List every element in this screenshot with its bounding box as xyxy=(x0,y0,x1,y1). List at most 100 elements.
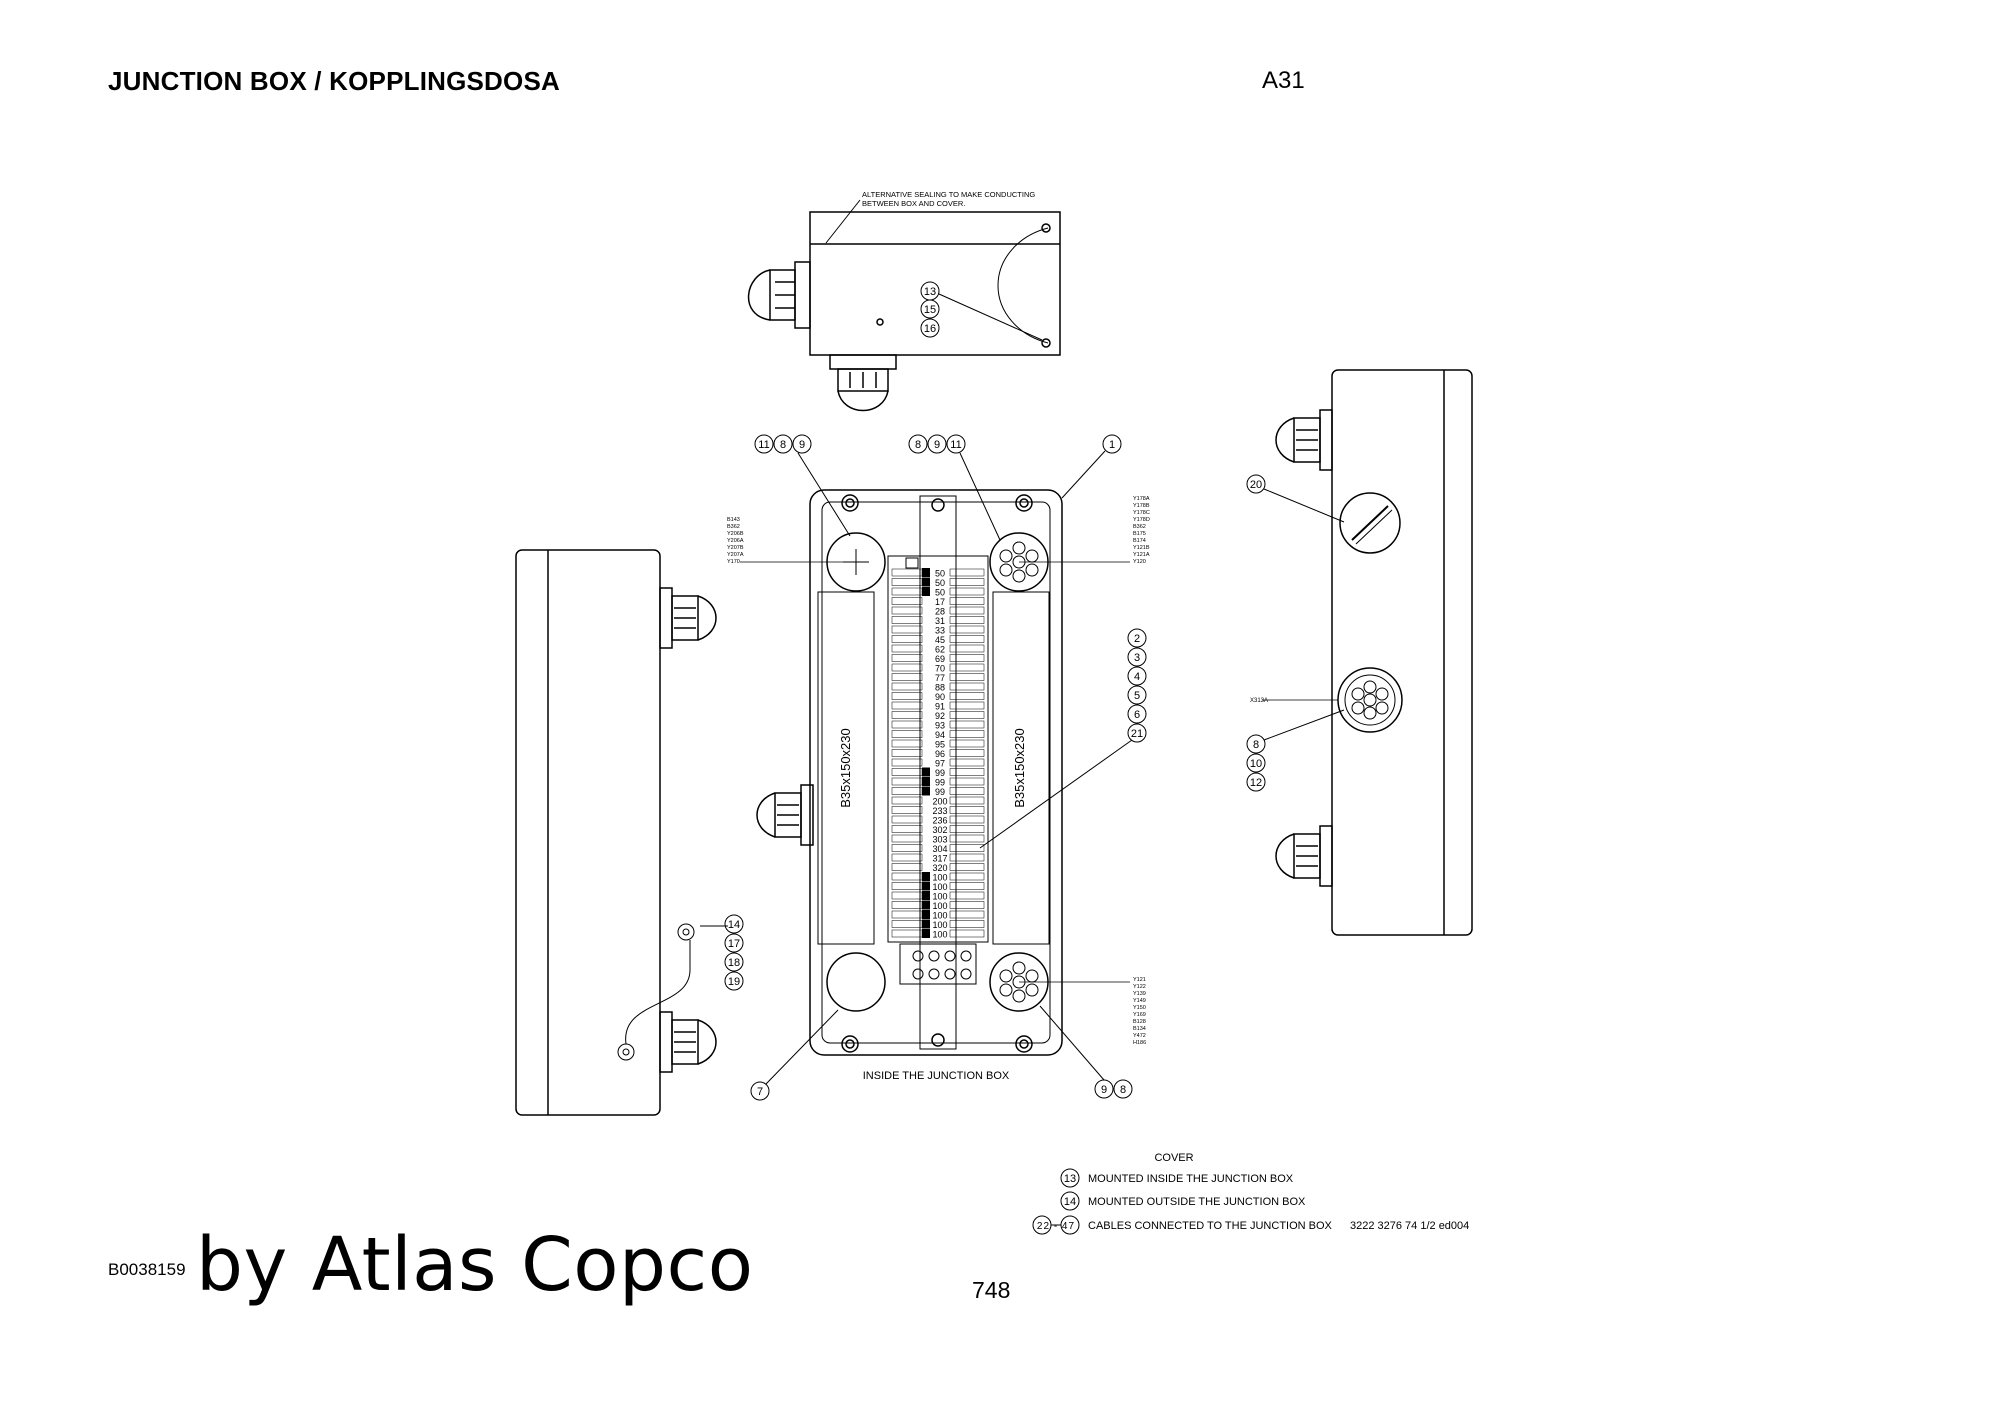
terminal-clip-left xyxy=(891,597,923,605)
front-view: B35x150x230 B35x150x230 5050501728313345… xyxy=(727,434,1150,1101)
terminal-number: 93 xyxy=(935,721,945,731)
terminal-number: 50 xyxy=(935,569,945,579)
cable-label: B174 xyxy=(1133,538,1146,544)
callout-front-l1: 11 xyxy=(758,439,769,451)
terminal-number: 94 xyxy=(935,730,945,740)
callout-top-3: 16 xyxy=(924,323,936,335)
terminal-marker xyxy=(922,872,930,881)
terminal-clip-right xyxy=(949,929,985,938)
terminal-number: 28 xyxy=(935,607,945,617)
terminal-clip-left xyxy=(891,730,923,738)
terminal-clip-right xyxy=(949,768,985,776)
callout-side-3: 18 xyxy=(728,957,740,969)
terminal-clip-left xyxy=(891,796,923,805)
callout-number: 4 xyxy=(1134,671,1140,683)
terminal-number: 33 xyxy=(935,626,945,636)
terminal-strip: 5050501728313345626970778890919293949596… xyxy=(891,568,985,940)
terminal-marker xyxy=(922,881,930,891)
terminal-number: 304 xyxy=(932,844,947,854)
terminal-clip-right xyxy=(949,635,985,643)
terminal-number: 62 xyxy=(935,645,945,655)
terminal-clip-left xyxy=(891,863,923,871)
terminal-clip-left xyxy=(891,720,923,729)
callout-front-m2: 9 xyxy=(934,439,940,451)
terminal-number: 233 xyxy=(932,806,947,816)
terminal-number: 100 xyxy=(932,901,947,911)
cable-label: Y122 xyxy=(1133,984,1146,990)
terminal-marker xyxy=(922,919,930,929)
terminal-clip-right xyxy=(949,673,985,681)
legend-title: COVER xyxy=(1154,1152,1193,1164)
terminal-clip-left xyxy=(891,606,923,615)
terminal-clip-left xyxy=(891,635,923,643)
terminal-clip-left xyxy=(891,749,923,757)
document-id: B0038159 xyxy=(108,1260,186,1279)
top-view-note-line-2: BETWEEN BOX AND COVER. xyxy=(862,199,965,208)
terminal-clip-left xyxy=(891,711,923,719)
cable-label: Y121B xyxy=(1133,545,1150,551)
callout-number: 2 xyxy=(1134,633,1140,645)
terminal-clip-left xyxy=(891,882,923,890)
cable-label: Y121A xyxy=(1133,552,1150,558)
callout-side-2: 17 xyxy=(728,938,740,950)
cable-label: Y120 xyxy=(1133,559,1146,565)
terminal-clip-left xyxy=(891,578,923,586)
cable-label: Y149 xyxy=(1133,998,1146,1004)
cable-label: Y206A xyxy=(727,538,744,544)
terminal-clip-left xyxy=(891,910,923,919)
terminal-clip-left xyxy=(891,682,923,691)
terminal-clip-right xyxy=(949,644,985,653)
terminal-marker xyxy=(922,910,930,919)
callout-bottom-left: 7 xyxy=(757,1086,763,1098)
callout-bottom-1: 9 xyxy=(1101,1084,1107,1096)
terminal-clip-right xyxy=(949,787,985,795)
cable-label: B362 xyxy=(1133,524,1146,530)
terminal-clip-left xyxy=(891,587,923,596)
callout-right-view-1: 8 xyxy=(1253,739,1259,751)
terminal-clip-left xyxy=(891,777,923,786)
top-view-note-line-1: ALTERNATIVE SEALING TO MAKE CONDUCTING xyxy=(862,190,1035,199)
terminal-clip-left xyxy=(891,901,923,909)
terminal-marker xyxy=(922,929,930,938)
terminal-number: 99 xyxy=(935,787,945,797)
right-side-view: X313A 20 8 10 12 xyxy=(1246,369,1473,936)
terminal-clip-left xyxy=(891,853,923,862)
terminal-number: 90 xyxy=(935,692,945,702)
left-side-view: 14 17 18 19 xyxy=(515,549,814,1116)
terminal-clip-right xyxy=(949,834,985,843)
terminal-clip-right xyxy=(949,844,985,852)
terminal-marker xyxy=(922,587,930,596)
terminal-clip-right xyxy=(949,692,985,700)
terminal-clip-left xyxy=(891,644,923,653)
legend-text-3: CABLES CONNECTED TO THE JUNCTION BOX xyxy=(1088,1220,1333,1232)
terminal-clip-right xyxy=(949,777,985,786)
callout-number: 21 xyxy=(1131,728,1143,740)
terminal-clip-right xyxy=(949,720,985,729)
terminal-clip-right xyxy=(949,825,985,833)
terminal-clip-left xyxy=(891,806,923,814)
terminal-clip-left xyxy=(891,844,923,852)
terminal-number: 31 xyxy=(935,616,945,626)
rail-label-right: B35x150x230 xyxy=(1012,728,1027,808)
terminal-clip-right xyxy=(949,616,985,624)
page-number: 748 xyxy=(972,1277,1011,1303)
terminal-number: 100 xyxy=(932,892,947,902)
page-title: JUNCTION BOX / KOPPLINGSDOSA xyxy=(108,66,560,96)
terminal-clip-right xyxy=(949,910,985,919)
terminal-clip-left xyxy=(891,654,923,662)
terminal-clip-left xyxy=(891,929,923,938)
drawing-number: 3222 3276 74 1/2 ed004 xyxy=(1350,1220,1469,1232)
callout-front-l2: 8 xyxy=(780,439,786,451)
terminal-clip-left xyxy=(891,758,923,767)
terminal-marker xyxy=(922,767,930,777)
terminal-marker xyxy=(922,786,930,796)
terminal-number: 17 xyxy=(935,597,945,607)
terminal-number: 100 xyxy=(932,920,947,930)
terminal-clip-left xyxy=(891,787,923,795)
terminal-number: 200 xyxy=(932,797,947,807)
terminal-number: 50 xyxy=(935,588,945,598)
terminal-clip-right xyxy=(949,901,985,909)
terminal-clip-right xyxy=(949,863,985,871)
terminal-number: 69 xyxy=(935,654,945,664)
